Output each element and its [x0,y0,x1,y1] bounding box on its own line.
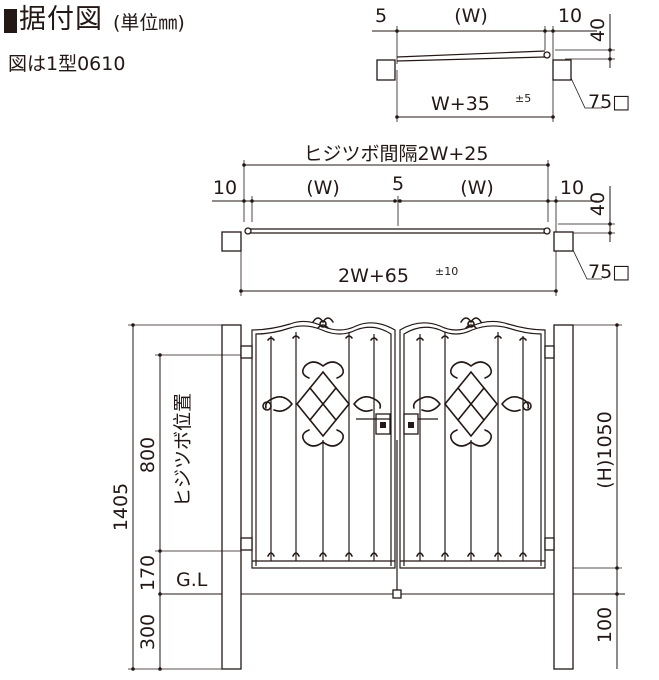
plan-double-overall: 2W+65 [338,265,409,287]
plan-double-left-width: (W) [306,177,340,199]
elev-hinge-label: ヒジツボ位置 [172,393,194,507]
hinge-top-left [240,345,253,359]
plan-double-depth: 40 [587,192,609,216]
unit-label: (単位㎜) [113,12,185,34]
plan-double-right-gap: 10 [560,177,584,199]
elev-hinge-height: 800 [137,437,159,473]
ground-label: G.L [176,569,208,591]
elev-door-height: (H)1050 [594,411,616,488]
plan-double-post-size: 75□ [588,261,630,283]
gate-doors [240,317,555,599]
type-note: 図は1型0610 [8,53,126,75]
plan-double: ヒジツボ間隔2W+25 10 (W) 5 (W) 10 40 [212,143,630,296]
plan-single-right-gap: 10 [558,5,582,27]
plan-single-width: (W) [454,5,488,27]
plan-double-hinge-pitch: ヒジツボ間隔2W+25 [304,143,489,165]
elev-clearance: 100 [594,607,616,643]
page-title: 据付図 [19,4,103,35]
elev-overall-height: 1405 [110,483,132,531]
header: 据付図 (単位㎜) 図は1型0610 [0,0,300,80]
title-square-icon [4,9,17,33]
hinge-top-right [544,345,555,359]
plan-double-right-width: (W) [460,177,494,199]
elevation: 1405 800 ヒジツボ位置 170 G.L 300 (H)1050 100 [110,317,625,671]
plan-single-post-size: 75□ [588,91,630,113]
plan-single: 5 (W) 10 40 W+35 ±5 75□ [372,5,630,122]
right-post [553,324,574,670]
hinge-bottom-left [240,537,253,551]
elev-embed-depth: 300 [137,614,159,650]
plan-double-tolerance: ±10 [435,265,458,278]
plan-single-left-gap: 5 [375,5,387,27]
plan-double-left-gap: 10 [213,177,237,199]
plan-single-overall: W+35 [431,93,490,115]
left-post [221,324,242,670]
plan-single-tolerance: ±5 [515,92,531,105]
hinge-bottom-right [544,537,555,551]
elev-bottom-gap: 170 [137,555,159,591]
plan-single-depth: 40 [587,18,609,42]
plan-double-center-gap: 5 [392,173,404,195]
